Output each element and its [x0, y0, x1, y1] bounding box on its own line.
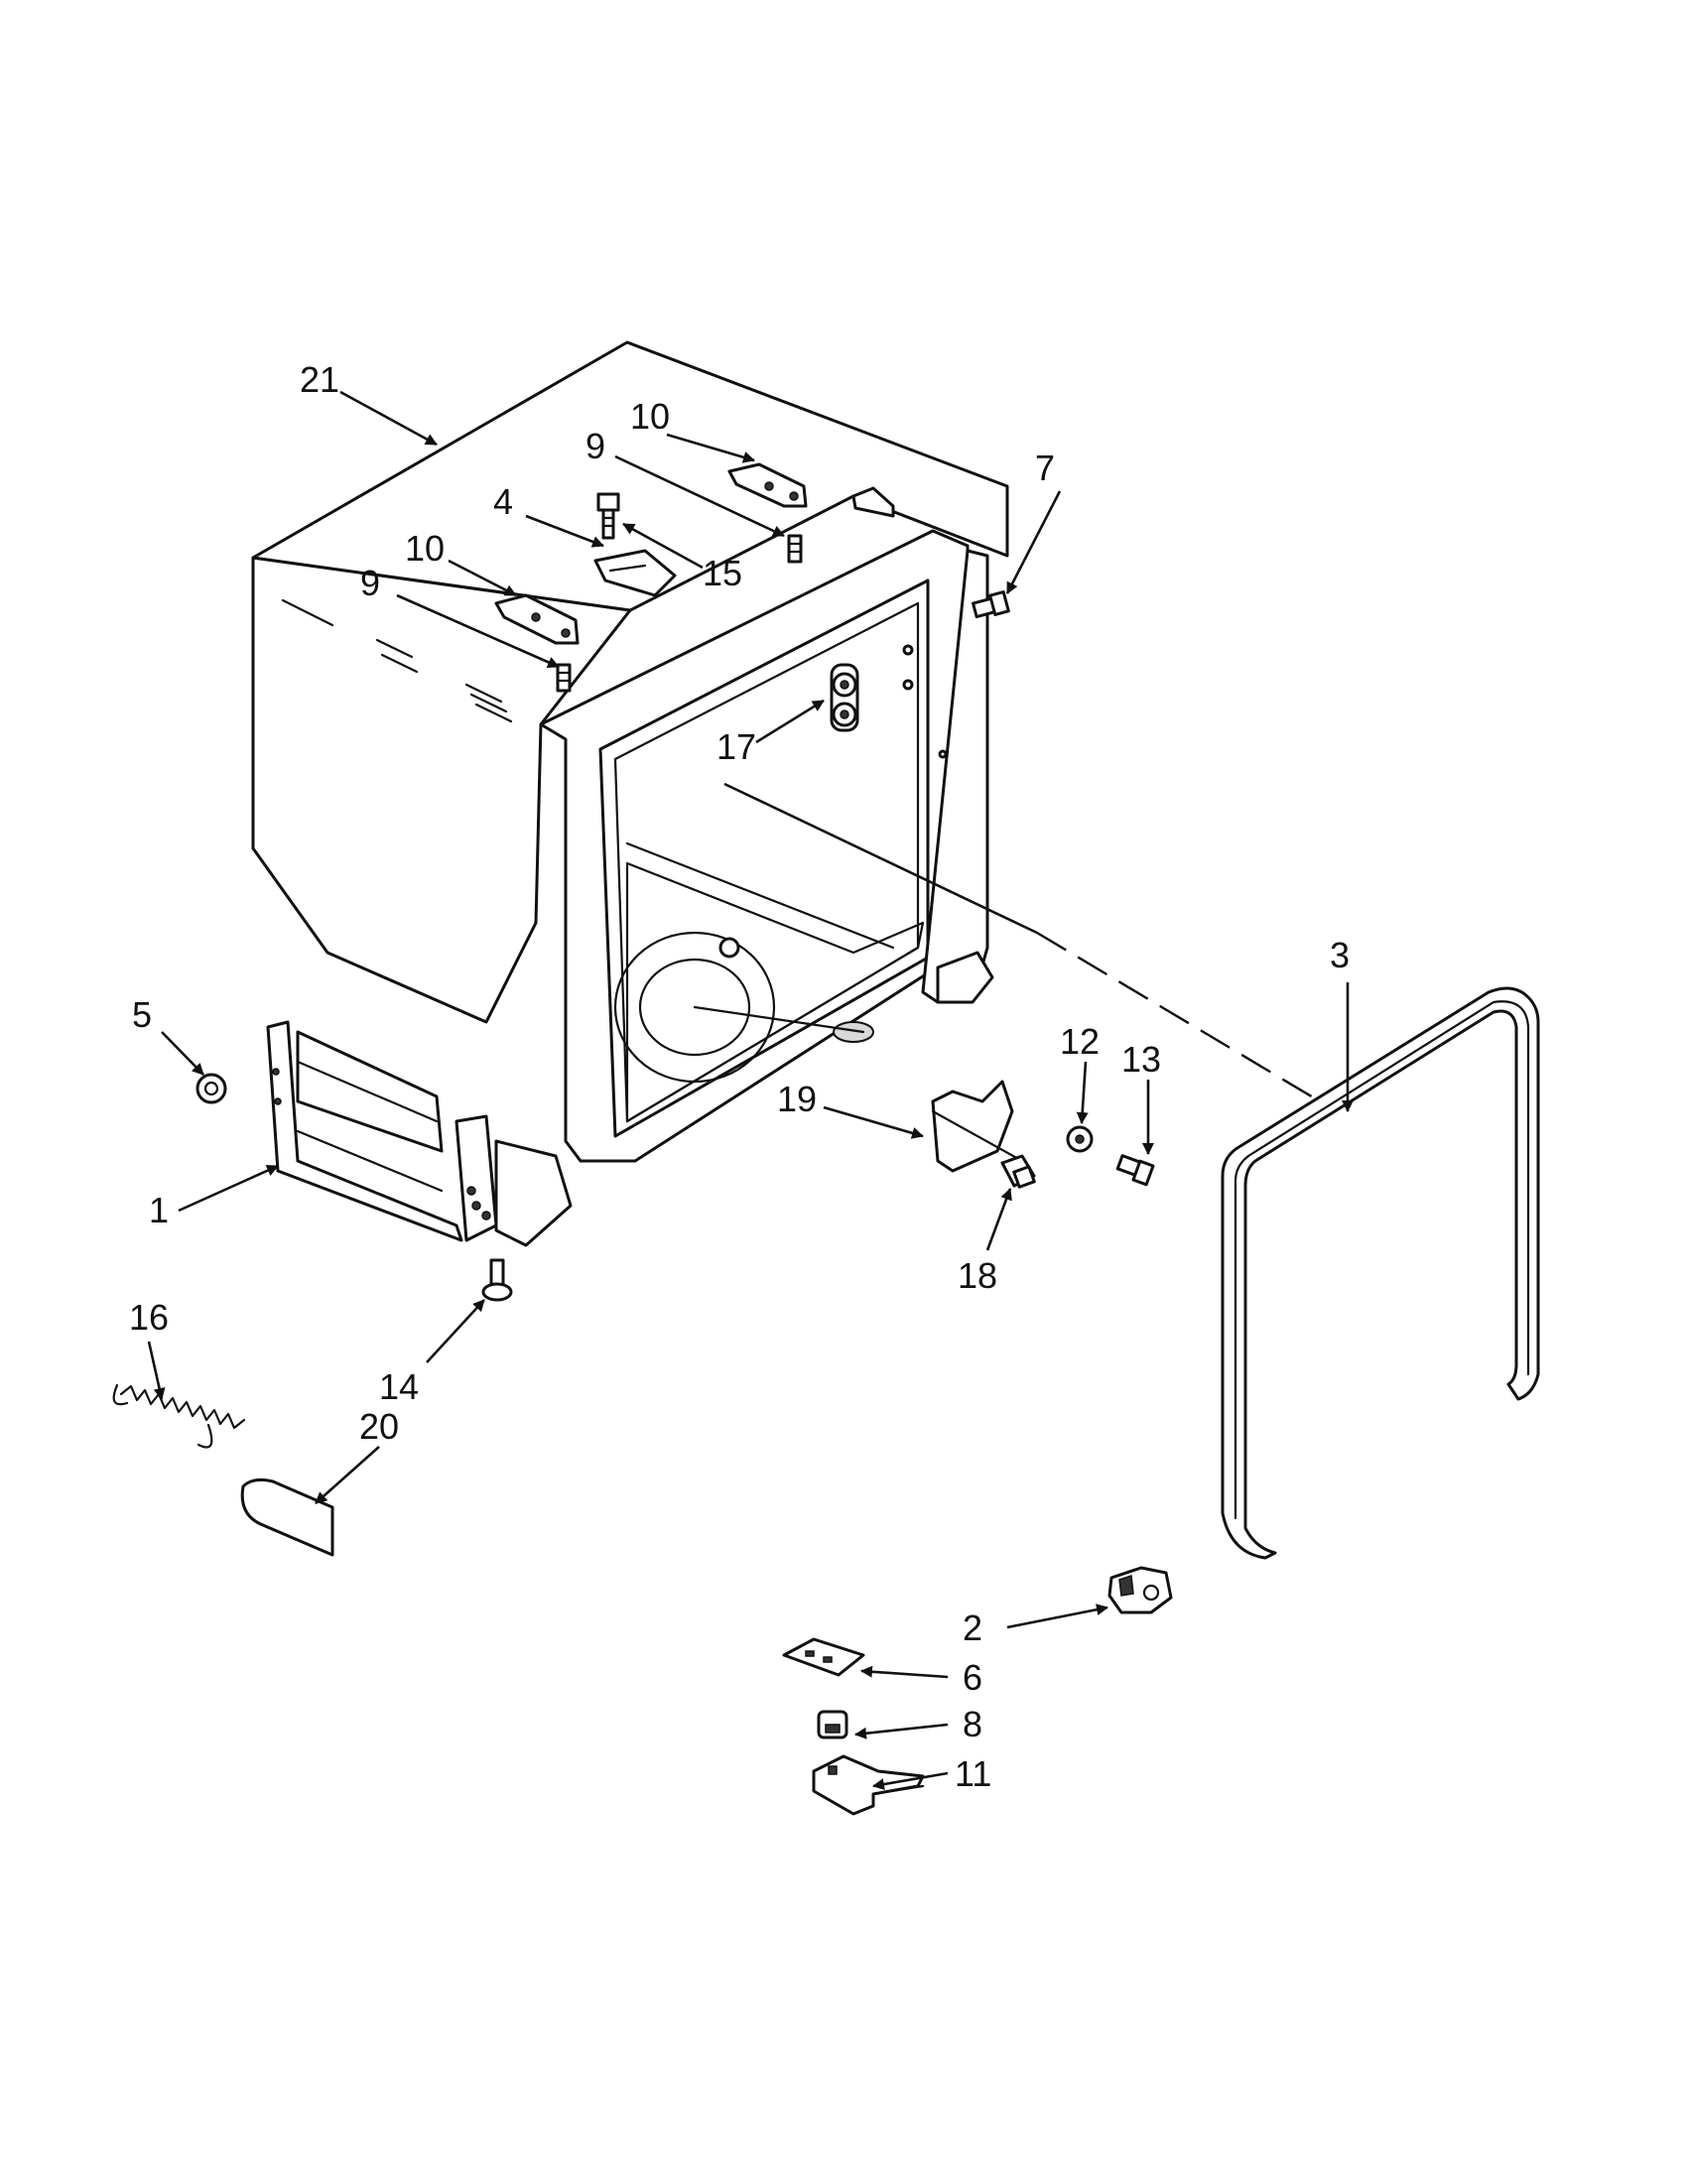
- spring: [112, 1383, 246, 1449]
- screw-lower: [556, 663, 572, 693]
- callout-11: 11: [955, 1753, 991, 1794]
- callout-10-lower: 10: [405, 528, 445, 569]
- callout-15: 15: [703, 553, 742, 593]
- callout-19: 19: [777, 1079, 817, 1119]
- screw-18: [1000, 1154, 1036, 1189]
- tub-foot-right: [936, 951, 994, 1004]
- callout-6: 6: [963, 1657, 982, 1698]
- callout-4: 4: [493, 481, 513, 522]
- callout-13: 13: [1121, 1039, 1161, 1080]
- callout-5: 5: [132, 994, 152, 1035]
- base-bracket: [454, 1114, 498, 1242]
- bracket-19: [931, 1080, 1024, 1173]
- callout-labels: 21 10 9 4 15 10 9 7 17 3 5 12 13 19 1 18…: [129, 359, 1350, 1794]
- tub-side-panel: [251, 556, 632, 1024]
- leader-lines: [147, 390, 1354, 1791]
- tub-flange: [851, 486, 895, 518]
- bracket-11: [812, 1754, 925, 1816]
- centerline: [723, 782, 1038, 935]
- bolt-15: [596, 492, 620, 540]
- plate-6: [782, 1637, 865, 1677]
- callout-20: 20: [359, 1406, 399, 1447]
- tub-top-panel: [251, 340, 1009, 612]
- screw-13: [1115, 1154, 1155, 1187]
- callout-10-upper: 10: [630, 396, 670, 437]
- hinge-bracket-upper: [727, 462, 808, 508]
- door-seal: [1221, 986, 1540, 1560]
- callout-12: 12: [1060, 1021, 1100, 1062]
- tub-assembly: [251, 340, 1009, 1247]
- switch-8: [817, 1710, 848, 1739]
- callout-17: 17: [716, 726, 756, 767]
- tub-bracket-plate: [593, 549, 677, 597]
- callout-8: 8: [963, 1704, 982, 1744]
- leveling-leg: [481, 1258, 513, 1302]
- screw-7: [972, 590, 1010, 619]
- callout-16: 16: [129, 1297, 169, 1338]
- callout-9-upper: 9: [585, 426, 605, 466]
- washer-12: [1066, 1125, 1094, 1153]
- callout-14: 14: [379, 1366, 419, 1407]
- callout-7: 7: [1035, 448, 1055, 488]
- screw-upper: [787, 534, 803, 564]
- hinge-bracket-lower: [494, 593, 580, 645]
- rack-roller: [830, 644, 948, 759]
- callout-9-lower: 9: [360, 563, 380, 603]
- callout-18: 18: [958, 1255, 997, 1296]
- callout-2: 2: [963, 1607, 982, 1648]
- centerline-dashed: [1036, 931, 1321, 1103]
- strike-2: [1107, 1566, 1173, 1614]
- base-leg: [494, 1139, 573, 1247]
- callout-3: 3: [1330, 935, 1350, 975]
- nut-5: [195, 1073, 227, 1104]
- callout-1: 1: [149, 1190, 169, 1230]
- pad-20: [240, 1477, 334, 1557]
- callout-21: 21: [300, 359, 339, 400]
